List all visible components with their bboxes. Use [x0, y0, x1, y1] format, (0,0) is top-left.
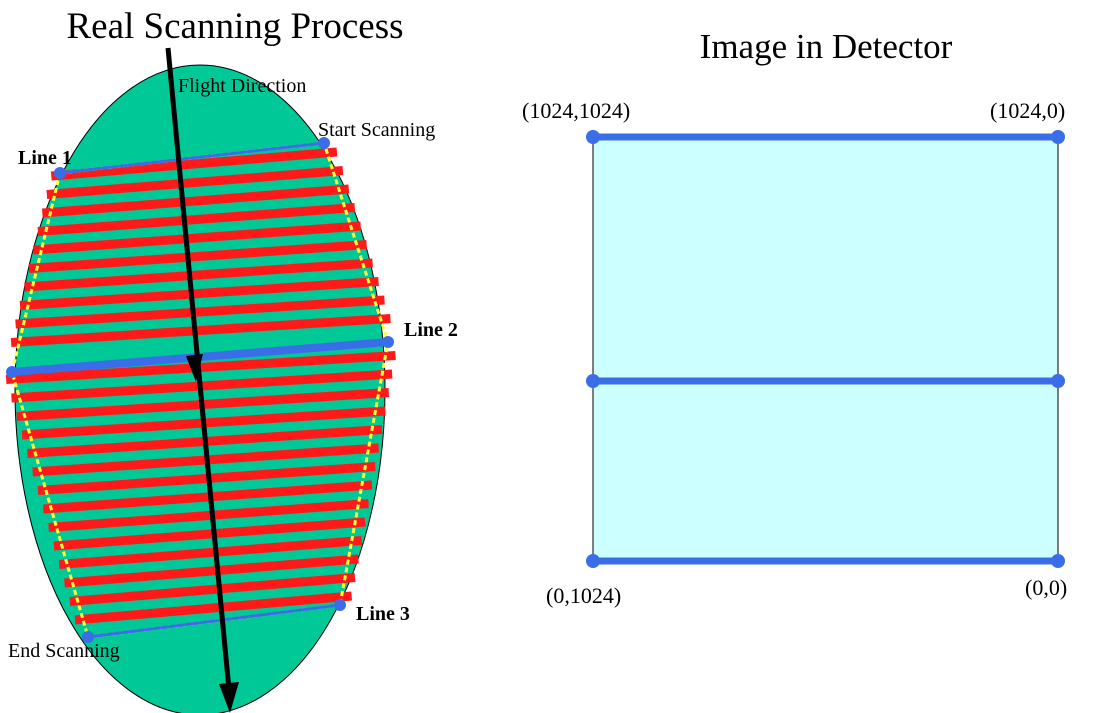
- detector-point-mid-left: [586, 374, 600, 388]
- scan-stripe: [19, 277, 379, 310]
- flight-direction-label: Flight Direction: [178, 75, 306, 97]
- corner-label-top-right: (1024,0): [990, 98, 1065, 123]
- scan-stripe: [10, 314, 391, 347]
- scan-stripe: [37, 203, 356, 236]
- flight-direction-arrow: [165, 47, 233, 701]
- corner-label-bottom-right: (0,0): [1025, 575, 1067, 600]
- scan-stripe: [50, 147, 338, 181]
- scan-stripe: [28, 240, 367, 273]
- scan-stripe: [15, 295, 385, 329]
- line-3-label: Line 3: [356, 603, 410, 625]
- detector-point-top-left: [586, 130, 600, 144]
- right-panel-title: Image in Detector: [700, 27, 953, 66]
- line-1-start-point: [54, 167, 66, 179]
- scan-stripe: [58, 536, 363, 569]
- scan-stripe: [69, 573, 356, 606]
- scan-stripe: [48, 499, 369, 532]
- line-1-end-point: [318, 137, 330, 149]
- scan-stripe: [24, 258, 373, 292]
- scan-stripe: [42, 480, 373, 514]
- detector-point-mid-right: [1051, 374, 1065, 388]
- scan-stripes: [5, 147, 396, 625]
- line-2-end-point: [382, 336, 394, 348]
- scan-stripe: [64, 554, 359, 588]
- real-scanning-panel: Real Scanning Process Flight Direction S…: [5, 6, 458, 713]
- line-3: [87, 603, 341, 639]
- detector-image: [592, 136, 1059, 562]
- scan-stripe: [74, 591, 353, 625]
- detector-point-bottom-left: [586, 554, 600, 568]
- detector-panel: Image in Detector (1024,1024) (1024,0) (…: [522, 27, 1067, 608]
- line-2-label: Line 2: [404, 319, 458, 341]
- start-scanning-label: Start Scanning: [318, 119, 435, 141]
- line-2-start-point: [6, 366, 18, 378]
- detector-point-top-right: [1051, 130, 1065, 144]
- detector-point-bottom-right: [1051, 554, 1065, 568]
- scan-stripe: [33, 221, 362, 255]
- scan-stripe: [46, 166, 344, 199]
- end-scanning-label: End Scanning: [8, 640, 120, 662]
- line-3-end-point: [334, 599, 346, 611]
- corner-label-top-left: (1024,1024): [522, 98, 630, 123]
- line-3-start-point: [82, 631, 94, 643]
- scan-stripe: [42, 184, 350, 218]
- flight-arrow-mid-head: [186, 354, 203, 382]
- scan-stripe: [53, 517, 366, 551]
- line-1: [59, 141, 325, 175]
- line-1-label: Line 1: [18, 147, 72, 169]
- flight-arrow-head: [219, 682, 239, 713]
- corner-label-bottom-left: (0,1024): [546, 583, 621, 608]
- left-panel-title: Real Scanning Process: [66, 6, 403, 47]
